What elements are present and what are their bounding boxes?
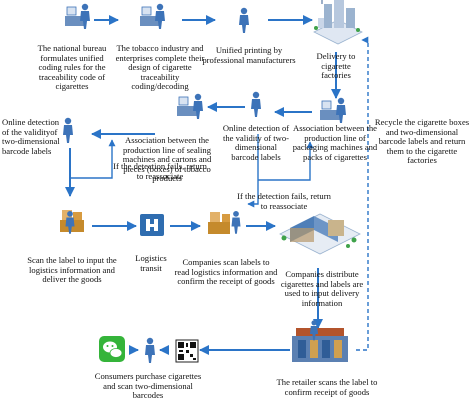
delivery-label: Delivery to cigarette factories	[316, 51, 356, 81]
scan-pallet-icon	[60, 210, 84, 234]
arrow-fail-left-return	[70, 139, 116, 179]
scan-label-text: Scan the label to input the logistics in…	[27, 255, 117, 285]
industry-worker-icon	[139, 3, 165, 30]
consumer-icon	[145, 337, 155, 363]
wechat-icon	[99, 336, 125, 362]
unified-printing-label: Unified printing by professional manufac…	[202, 45, 296, 65]
distribution-warehouse-icon	[279, 213, 361, 255]
logistics-label: Logistics transit	[135, 253, 167, 273]
detection-worker-mid-icon	[251, 91, 261, 117]
tobacco-industry-label: The tobacco industry and enterprises com…	[115, 43, 205, 92]
companies-distribute-label: Companies distribute cigarettes and labe…	[280, 269, 364, 308]
arrow-mid-detection-to-wh-detector	[247, 134, 259, 208]
companies-scan-label: Companies scan labels to read logistics …	[174, 257, 278, 287]
printing-worker-icon	[239, 7, 249, 34]
packaging-worker-icon	[319, 97, 346, 123]
assoc-sealing-label: Association between the production line …	[122, 135, 212, 184]
fail-left-label: If the detection fails, return to reasso…	[113, 161, 207, 181]
bureau-worker-icon	[64, 3, 90, 30]
sealing-worker-icon	[176, 93, 203, 119]
logistics-transit-icon	[140, 214, 164, 236]
fail-right-label: If the detection fails, return to reasso…	[237, 191, 331, 211]
retailer-counter-icon	[292, 320, 348, 362]
national-bureau-label: The national bureau formulates unified c…	[37, 43, 107, 92]
qr-code-icon	[175, 339, 199, 363]
online-detection-mid-label: Online detection of the validity of two-…	[222, 123, 290, 162]
assoc-packaging-label: Association between the production line …	[292, 123, 378, 162]
cigarette-factory-icon	[313, 0, 363, 45]
company-scan-icon	[208, 211, 241, 234]
consumers-label: Consumers purchase cigarettes and scan t…	[94, 371, 202, 401]
flow-arrows	[65, 15, 369, 355]
arrow-fail-right-return	[258, 141, 314, 181]
online-detection-left-label: Online detection of the validityof two-d…	[2, 117, 60, 156]
recycle-label: Recycle the cigarette boxes and two-dime…	[374, 117, 470, 166]
retailer-label: The retailer scans the label to confirm …	[276, 377, 378, 397]
arrow-recycle-return	[356, 36, 369, 351]
